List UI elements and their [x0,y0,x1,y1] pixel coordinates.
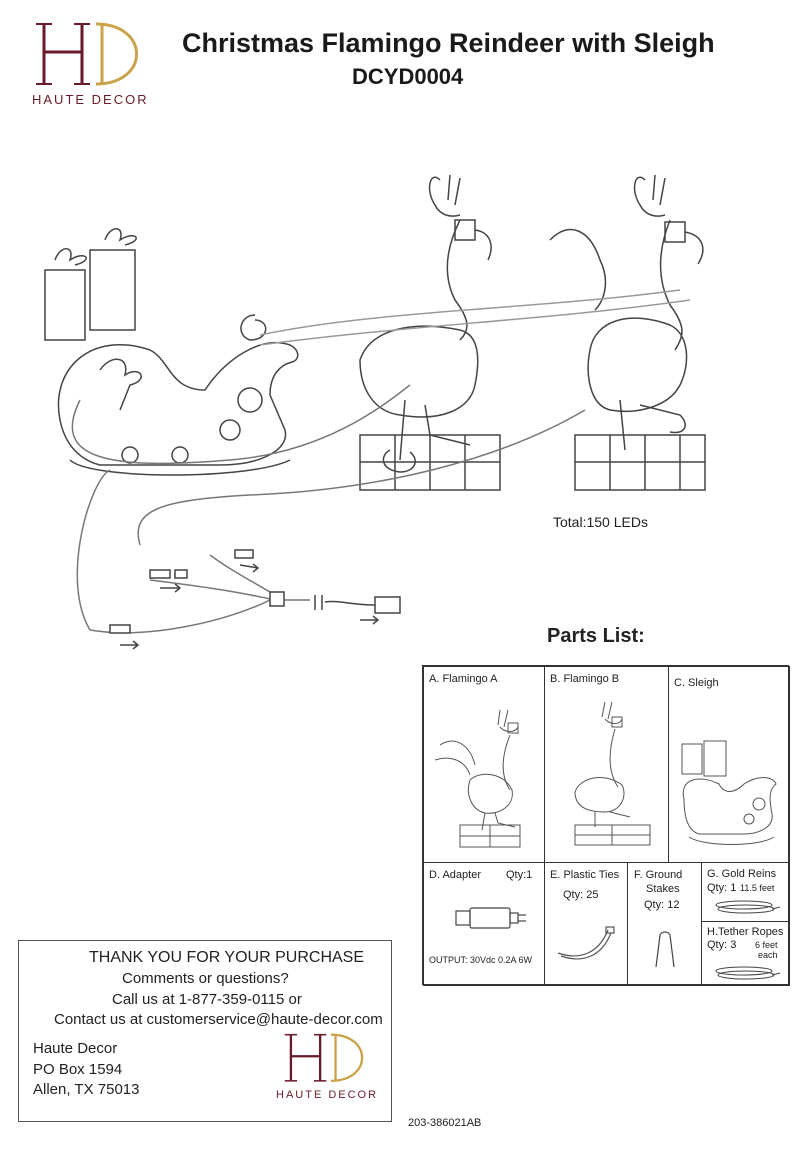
parts-list-heading: Parts List: [547,625,645,647]
total-leds: Total:150 LEDs [553,514,648,530]
email-text: Contact us at customerservice@haute-deco… [54,1011,383,1028]
brand-logo: HAUTE DECOR [22,18,152,110]
adapter-icon [455,907,526,929]
part-ground-stakes: F. Ground Stakes Qty: 12 [627,862,702,986]
part-flamingo-a: A. Flamingo A [423,666,545,863]
phone-text: Call us at 1-877-359-0115 or [112,991,302,1008]
flamingo-b-thumbnail [574,701,651,846]
flamingo-b-illustration [549,174,706,491]
part-tether-ropes: H.Tether Ropes Qty: 3 6 feet each [701,921,790,986]
coil-icon [715,966,781,980]
part-label: E. Plastic Ties [550,869,620,881]
parts-list-table: A. Flamingo A B. Flamingo B C. Sleigh [422,665,790,986]
part-length-line2: each [758,950,778,960]
part-qty: Qty: 12 [644,899,680,911]
brand-name: HAUTE DECOR [276,1089,379,1101]
contact-brand-logo: HAUTE DECOR [274,1029,384,1109]
part-flamingo-b: B. Flamingo B [544,666,669,863]
questions-text: Comments or questions? [122,970,289,987]
thank-you-text: THANK YOU FOR YOUR PURCHASE [89,949,365,966]
coil-icon [715,900,781,914]
part-label: D. Adapter [429,869,481,881]
part-length: 11.5 feet [740,883,775,893]
adapter-output-spec: OUTPUT: 30Vdc 0.2A 6W [429,955,533,965]
sleigh-thumbnail [681,740,777,845]
address-line: Allen, TX 75013 [33,1081,140,1098]
part-label: B. Flamingo B [550,673,620,685]
part-sleigh: C. Sleigh [668,666,790,863]
part-gold-reins: G. Gold Reins Qty: 1 11.5 feet [701,862,790,922]
part-qty: Qty: 25 [563,889,599,901]
part-qty: Qty:1 [506,869,533,881]
part-length-line1: 6 feet [755,940,778,950]
page-title: Christmas Flamingo Reindeer with Sleigh [182,28,715,58]
part-label: A. Flamingo A [429,673,498,685]
part-label: G. Gold Reins [707,868,777,880]
plastic-tie-icon [557,926,615,960]
part-label: C. Sleigh [674,677,719,689]
flamingo-a-thumbnail [434,709,521,848]
address-line: Haute Decor [33,1040,118,1057]
document-code: 203-386021AB [408,1117,482,1129]
hd-monogram-icon [284,1033,364,1082]
part-label-line2: Stakes [646,883,680,895]
part-plastic-ties: E. Plastic Ties Qty: 25 [544,862,628,986]
hd-monogram-icon [36,22,138,86]
model-number: DCYD0004 [352,64,464,89]
part-label: H.Tether Ropes [707,926,784,938]
brand-name: HAUTE DECOR [32,92,149,107]
flamingo-a-illustration [359,174,501,491]
contact-box: THANK YOU FOR YOUR PURCHASE Comments or … [18,940,392,1122]
sleigh-illustration [44,228,299,476]
address-line: PO Box 1594 [33,1061,123,1078]
part-qty: Qty: 3 [707,939,737,951]
part-qty: Qty: 1 [707,882,737,894]
ground-stake-icon [655,931,675,968]
part-adapter: D. Adapter Qty:1 OUTPUT: 30Vdc 0.2A 6W [423,862,545,986]
part-label-line1: F. Ground [634,869,683,881]
main-illustration [44,174,706,650]
